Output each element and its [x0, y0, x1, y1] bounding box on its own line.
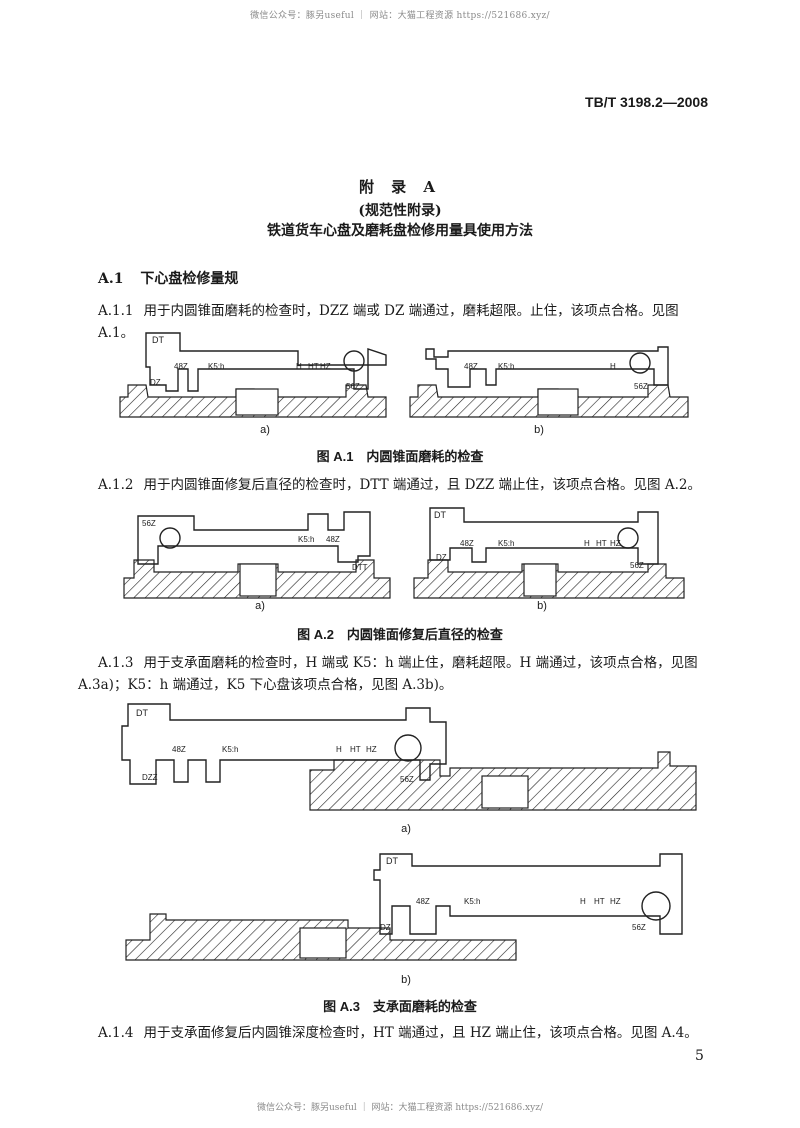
paragraph-text: 用于内圆锥面磨耗的检查时，DZZ 端或 DZ 端通过，磨耗超限。止住，该项点合格… [98, 303, 679, 341]
figure-a2-sub-a: a) [255, 600, 265, 612]
svg-text:56Z: 56Z [630, 561, 644, 570]
figure-a1-caption: 图 A.1 内圆锥面磨耗的检查 [316, 449, 484, 464]
svg-text:H: H [336, 745, 342, 754]
section-heading: A.1 下心盘检修量规 [98, 268, 238, 288]
svg-text:HT: HT [596, 539, 607, 548]
label-dt: DT [152, 335, 164, 345]
label-h: H [296, 362, 302, 371]
figure-a1-sub-a: a) [260, 424, 270, 436]
figure-a2-drawing: K5:h 48Z 56Z DTT DT 48Z K5:h H HT HZ DZ … [123, 507, 685, 599]
svg-text:48Z: 48Z [460, 539, 474, 548]
svg-text:K5:h: K5:h [298, 535, 314, 544]
svg-text:K5:h: K5:h [222, 745, 238, 754]
label-48z: 48Z [174, 362, 188, 371]
figure-a3a-drawing: DT 48Z K5:h H HT HZ DZZ 56Z [121, 703, 697, 811]
svg-text:DZZ: DZZ [142, 773, 158, 782]
svg-text:DT: DT [136, 708, 148, 718]
svg-text:HT: HT [594, 897, 605, 906]
svg-text:H: H [610, 362, 616, 371]
svg-text:DTT: DTT [352, 563, 368, 572]
figure-a3-sub-a: a) [401, 823, 411, 835]
svg-text:56Z: 56Z [400, 775, 414, 784]
svg-text:48Z: 48Z [326, 535, 340, 544]
label-hz: HZ [320, 362, 331, 371]
figure-a3-caption: 图 A.3 支承面磨耗的检查 [323, 999, 477, 1014]
svg-text:DZ: DZ [380, 923, 391, 932]
svg-text:H: H [584, 539, 590, 548]
svg-text:HZ: HZ [366, 745, 377, 754]
figure-a2-sub-b: b) [537, 600, 547, 612]
watermark-top: 微信公众号：豚另useful ｜ 网站：大猫工程资源 https://52168… [250, 11, 550, 21]
svg-text:HT: HT [350, 745, 361, 754]
svg-text:56Z: 56Z [632, 923, 646, 932]
standard-number: TB/T 3198.2—2008 [585, 94, 708, 110]
label-56z: 56Z [346, 382, 360, 391]
svg-text:DZ: DZ [436, 553, 447, 562]
paragraph-number: A.1.4 [98, 1025, 134, 1041]
section-number: A.1 [98, 271, 124, 287]
label-ht: HT [308, 362, 319, 371]
paragraph-text-line2: A.3a)；K5：h 端通过，K5 下心盘该项点合格，见图 A.3b)。 [78, 677, 453, 693]
section-title: 下心盘检修量规 [140, 271, 239, 287]
paragraph-number: A.1.1 [98, 303, 134, 319]
paragraph-number: A.1.2 [98, 477, 134, 493]
figure-a1-drawing: DT 48Z K5:h H HT HZ DZ 56Z 48Z K5:h H 56… [119, 332, 689, 418]
svg-text:K5:h: K5:h [498, 539, 514, 548]
figure-a3-sub-b: b) [401, 974, 411, 986]
figure-a2-caption: 图 A.2 内圆锥面修复后直径的检查 [297, 627, 503, 642]
paragraph-text: 用于内圆锥面修复后直径的检查时，DTT 端通过，且 DZZ 端止住，该项点合格。… [143, 477, 701, 493]
svg-text:56Z: 56Z [634, 382, 648, 391]
paragraph-number: A.1.3 [98, 655, 134, 671]
svg-text:K5:h: K5:h [464, 897, 480, 906]
svg-text:56Z: 56Z [142, 519, 156, 528]
label-k5h: K5:h [208, 362, 224, 371]
appendix-title: 附 录 A [358, 178, 442, 196]
svg-text:HZ: HZ [610, 897, 621, 906]
svg-text:DT: DT [386, 856, 398, 866]
paragraph-a13: A.1.3 用于支承面磨耗的检查时，H 端或 K5：h 端止住，磨耗超限。H 端通… [78, 652, 718, 696]
svg-text:48Z: 48Z [416, 897, 430, 906]
watermark-bottom: 微信公众号：豚另useful ｜ 网站：大猫工程资源 https://52168… [257, 1103, 543, 1113]
svg-text:HZ: HZ [610, 539, 621, 548]
svg-text:DT: DT [434, 510, 446, 520]
svg-text:H: H [580, 897, 586, 906]
paragraph-text-line1: 用于支承面磨耗的检查时，H 端或 K5：h 端止住，磨耗超限。H 端通过，该项点… [143, 655, 698, 671]
appendix-heading: 铁道货车心盘及磨耗盘检修用量具使用方法 [267, 223, 533, 239]
label-dz: DZ [150, 378, 161, 387]
figure-a3b-drawing: DT 48Z K5:h H HT HZ DZ 56Z [125, 853, 683, 961]
paragraph-a12: A.1.2 用于内圆锥面修复后直径的检查时，DTT 端通过，且 DZZ 端止住，该… [98, 474, 718, 496]
svg-text:K5:h: K5:h [498, 362, 514, 371]
figure-a1-sub-b: b) [534, 424, 544, 436]
paragraph-a14: A.1.4 用于支承面修复后内圆锥深度检查时，HT 端通过，且 HZ 端止住，该项… [98, 1022, 718, 1044]
svg-text:48Z: 48Z [172, 745, 186, 754]
page-number: 5 [695, 1048, 704, 1064]
appendix-subtitle: (规范性附录) [358, 203, 442, 219]
paragraph-text: 用于支承面修复后内圆锥深度检查时，HT 端通过，且 HZ 端止住，该项点合格。见… [143, 1025, 698, 1041]
svg-text:48Z: 48Z [464, 362, 478, 371]
